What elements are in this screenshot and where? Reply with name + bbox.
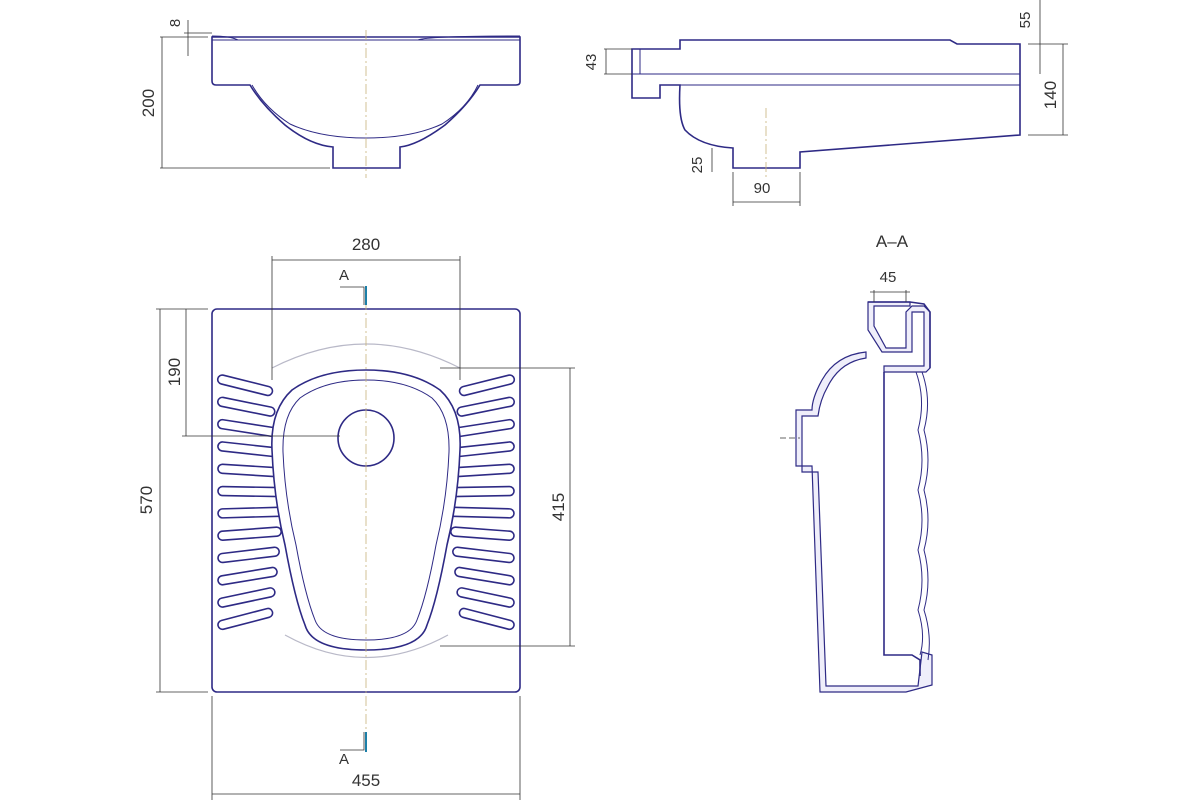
section-title: А–А <box>876 232 909 251</box>
groove-right <box>448 506 515 519</box>
groove-left <box>217 396 276 417</box>
groove-left <box>217 607 274 631</box>
grooves-left <box>216 374 284 631</box>
groove-left <box>217 485 284 498</box>
groove-left <box>217 566 278 586</box>
dim-section-width: 45 <box>880 269 897 286</box>
groove-right <box>458 374 516 397</box>
dim-top-offset: 8 <box>167 19 184 27</box>
groove-left <box>217 587 276 608</box>
dim-front-height: 200 <box>139 89 158 117</box>
groove-right <box>456 587 515 608</box>
groove-left <box>217 506 284 519</box>
dim-hole-spacing: 280 <box>352 235 380 254</box>
dim-outlet-diameter: 90 <box>754 180 771 197</box>
section-marker-bottom: А <box>339 751 349 768</box>
section-view <box>780 290 933 693</box>
groove-right <box>454 566 515 586</box>
front-view <box>160 20 521 178</box>
dim-step-height: 43 <box>583 54 600 71</box>
dim-overall-width: 455 <box>352 771 380 790</box>
groove-left <box>216 374 274 397</box>
dim-side-height: 140 <box>1041 81 1060 109</box>
dim-rim-height: 55 <box>1017 12 1034 29</box>
groove-left <box>217 546 280 564</box>
groove-right <box>458 607 515 631</box>
groove-right <box>456 396 515 417</box>
side-view <box>604 0 1068 206</box>
plan-view <box>156 256 575 800</box>
dim-outlet-length: 25 <box>689 157 706 174</box>
dim-hole-offset: 190 <box>165 358 184 386</box>
grooves-right <box>448 374 516 631</box>
dim-bowl-length: 415 <box>549 493 568 521</box>
section-marker-top: А <box>339 267 349 284</box>
groove-right <box>452 546 515 564</box>
dim-overall-length: 570 <box>137 486 156 514</box>
groove-right <box>448 485 515 498</box>
